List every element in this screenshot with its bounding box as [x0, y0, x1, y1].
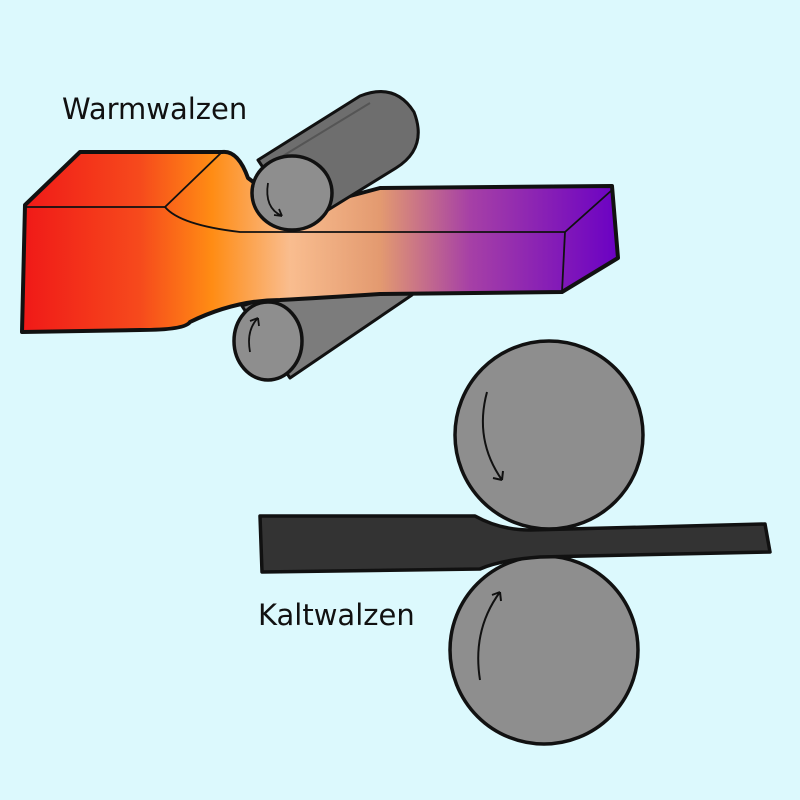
hot-strip: [20, 149, 620, 334]
hot-rolling-label: Warmwalzen: [62, 92, 248, 126]
cold-bottom-roller: [448, 554, 640, 746]
cold-top-roller: [453, 339, 645, 531]
cold-rolling-label: Kaltwalzen: [258, 598, 415, 632]
cold-strip: [258, 514, 772, 574]
hot-top-roller: [250, 90, 420, 232]
